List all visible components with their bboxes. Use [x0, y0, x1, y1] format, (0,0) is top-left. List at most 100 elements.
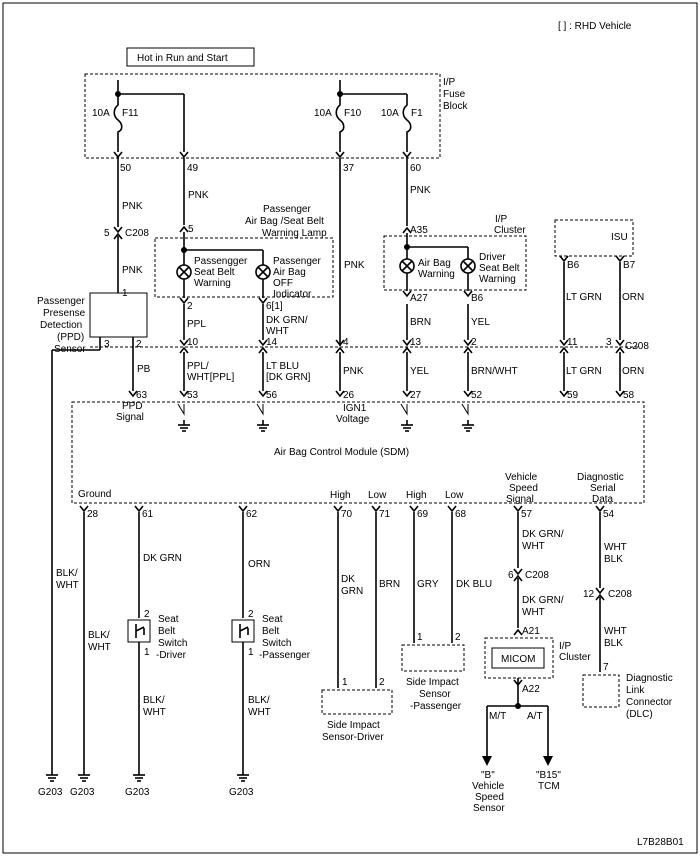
svg-text:10A: 10A [381, 108, 399, 119]
svg-text:2: 2 [136, 339, 142, 350]
svg-text:14: 14 [266, 337, 278, 348]
svg-text:Seat Belt: Seat Belt [479, 263, 520, 274]
svg-text:Seat: Seat [158, 614, 179, 625]
svg-text:Seat Belt: Seat Belt [194, 267, 235, 278]
svg-text:28: 28 [87, 509, 99, 520]
svg-text:Signal: Signal [116, 412, 144, 423]
svg-text:Presense: Presense [43, 308, 86, 319]
switch-icon [239, 624, 249, 638]
svg-text:BRN/WHT: BRN/WHT [471, 366, 518, 377]
svg-text:I/P: I/P [443, 77, 456, 88]
wire-label: PNK [188, 190, 209, 201]
svg-text:Block: Block [443, 101, 468, 112]
svg-text:"B15": "B15" [536, 770, 561, 781]
svg-text:13: 13 [410, 337, 422, 348]
wire-label: WHT [88, 642, 111, 653]
svg-text:10A: 10A [314, 108, 332, 119]
diagnostic-link-connector: WHT BLK 12 C208 WHT BLK 7 Diagnostic Lin… [582, 512, 673, 720]
power-title: Hot in Run and Start [137, 53, 228, 64]
svg-text:10: 10 [187, 337, 199, 348]
svg-text:Cluster: Cluster [494, 225, 526, 236]
svg-text:F1: F1 [411, 108, 423, 119]
svg-text:B7: B7 [623, 260, 636, 271]
svg-text:Warning: Warning [479, 274, 516, 285]
pin-label: 5 [188, 224, 194, 235]
svg-text:PPD: PPD [122, 401, 143, 412]
wire-label: WHT [56, 580, 79, 591]
svg-text:Speed: Speed [475, 792, 504, 803]
svg-text:26: 26 [343, 390, 355, 401]
svg-text:12: 12 [583, 589, 595, 600]
connector-label: C208 [125, 228, 149, 239]
svg-text:ISU: ISU [611, 232, 628, 243]
svg-text:Air Bag Control Module (SDM): Air Bag Control Module (SDM) [274, 447, 409, 458]
bulb-icon [460, 258, 476, 274]
svg-text:Sensor: Sensor [419, 689, 451, 700]
wire-label: PNK [122, 201, 143, 212]
svg-text:BRN: BRN [379, 579, 400, 590]
svg-text:WHT: WHT [248, 707, 271, 718]
svg-text:58: 58 [623, 390, 635, 401]
svg-text:2: 2 [248, 609, 254, 620]
svg-text:F10: F10 [344, 108, 362, 119]
svg-text:Passenger: Passenger [37, 296, 85, 307]
svg-text:Side Impact: Side Impact [406, 677, 459, 688]
svg-text:68: 68 [455, 509, 467, 520]
wire-label: DK GRN/ [266, 315, 308, 326]
svg-text:Belt: Belt [158, 626, 175, 637]
svg-text:2: 2 [471, 337, 477, 348]
svg-text:Indicator: Indicator [273, 289, 312, 300]
svg-text:I/P: I/P [495, 214, 508, 225]
bulb-icon [176, 264, 192, 280]
svg-text:71: 71 [379, 509, 391, 520]
wire-label: BRN [410, 317, 431, 328]
micom-cluster: DK GRN/ WHT 6 C208 DK GRN/ WHT A21 MICOM… [472, 512, 591, 814]
svg-text:A/T: A/T [527, 711, 543, 722]
svg-text:BLK: BLK [604, 638, 623, 649]
seat-belt-switch-driver: DK GRN 2 1 Seat Belt Switch -Driver BLK/… [127, 512, 187, 770]
svg-text:ORN: ORN [622, 292, 644, 303]
svg-text:11: 11 [567, 337, 578, 348]
svg-text:A22: A22 [522, 684, 540, 695]
svg-text:[DK GRN]: [DK GRN] [266, 372, 311, 383]
svg-text:B6: B6 [567, 260, 580, 271]
ip-fuse-block: I/P Fuse Block 10A F11 10A F10 10A F1 50… [84, 73, 468, 174]
svg-text:57: 57 [521, 509, 533, 520]
svg-text:C208: C208 [525, 570, 549, 581]
power-title-box [126, 47, 255, 67]
svg-text:Low: Low [445, 490, 464, 501]
svg-text:Link: Link [626, 685, 645, 696]
svg-text:OFF: OFF [273, 278, 293, 289]
svg-text:1: 1 [417, 632, 423, 643]
svg-text:DK GRN/: DK GRN/ [522, 529, 564, 540]
svg-text:Driver: Driver [479, 252, 506, 263]
svg-text:-Passenger: -Passenger [410, 701, 462, 712]
side-impact-sensor-passenger: GRY DK BLU 1 2 Side Impact Sensor -Passe… [401, 512, 492, 712]
svg-text:62: 62 [246, 509, 258, 520]
rhd-note: [ ] : RHD Vehicle [558, 21, 632, 32]
svg-text:Air Bag: Air Bag [273, 267, 306, 278]
svg-text:WHT: WHT [522, 541, 545, 552]
svg-text:I/P: I/P [559, 641, 572, 652]
svg-text:-Driver: -Driver [156, 650, 187, 661]
svg-text:Speed: Speed [509, 483, 538, 494]
svg-text:M/T: M/T [489, 711, 506, 722]
svg-text:2: 2 [144, 609, 150, 620]
svg-text:27: 27 [410, 390, 422, 401]
svg-text:Passenger: Passenger [273, 256, 321, 267]
switch-icon [135, 624, 145, 638]
svg-text:DK GRN/: DK GRN/ [522, 595, 564, 606]
svg-text:LT GRN: LT GRN [566, 292, 602, 303]
svg-text:G203: G203 [229, 787, 254, 798]
svg-text:Data: Data [592, 494, 614, 505]
svg-text:Air Bag: Air Bag [418, 258, 451, 269]
svg-text:Vehicle: Vehicle [472, 781, 505, 792]
svg-text:ORN: ORN [622, 366, 644, 377]
svg-text:50: 50 [120, 163, 132, 174]
svg-text:YEL: YEL [410, 366, 429, 377]
svg-text:Seat: Seat [262, 614, 283, 625]
svg-text:TCM: TCM [538, 781, 560, 792]
svg-text:WHT: WHT [604, 626, 627, 637]
svg-text:WHT[PPL]: WHT[PPL] [187, 372, 234, 383]
svg-text:LT BLU: LT BLU [266, 361, 299, 372]
